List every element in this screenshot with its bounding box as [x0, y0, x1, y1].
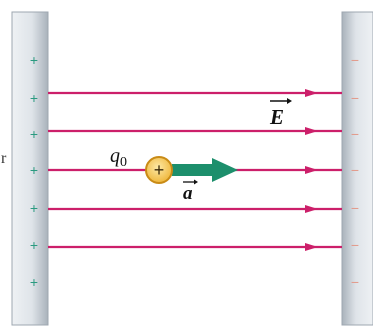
- minus-sign: −: [351, 162, 359, 178]
- plus-sign: +: [30, 90, 38, 106]
- left-plate-charges: + + + + + + +: [30, 52, 38, 290]
- field-label: E: [269, 98, 292, 129]
- field-line: [48, 205, 342, 213]
- plus-sign: +: [30, 126, 38, 142]
- plus-sign: +: [30, 237, 38, 253]
- minus-sign: −: [351, 90, 359, 106]
- charge-label: q0: [110, 145, 127, 170]
- left-plate: [11, 11, 49, 326]
- plus-sign: +: [30, 162, 38, 178]
- field-line: [48, 127, 342, 135]
- field-line: [48, 243, 342, 251]
- minus-sign: −: [351, 274, 359, 290]
- acceleration-label: a: [183, 179, 198, 204]
- charge-sign: +: [154, 160, 165, 180]
- charge-label-base: q: [110, 145, 120, 167]
- stray-mark: r: [1, 150, 7, 167]
- acceleration-label-text: a: [183, 183, 193, 204]
- minus-sign: −: [351, 52, 359, 68]
- field-line: [48, 89, 342, 97]
- field-label-text: E: [269, 105, 284, 129]
- minus-sign: −: [351, 126, 359, 142]
- right-plate: [341, 11, 373, 326]
- right-plate-charges: − − − − − − −: [351, 52, 359, 290]
- charge-label-subscript: 0: [120, 155, 127, 170]
- acceleration-arrow: [172, 158, 238, 182]
- plus-sign: +: [30, 200, 38, 216]
- minus-sign: −: [351, 200, 359, 216]
- plus-sign: +: [30, 274, 38, 290]
- test-charge: +: [145, 156, 173, 184]
- minus-sign: −: [351, 237, 359, 253]
- plus-sign: +: [30, 52, 38, 68]
